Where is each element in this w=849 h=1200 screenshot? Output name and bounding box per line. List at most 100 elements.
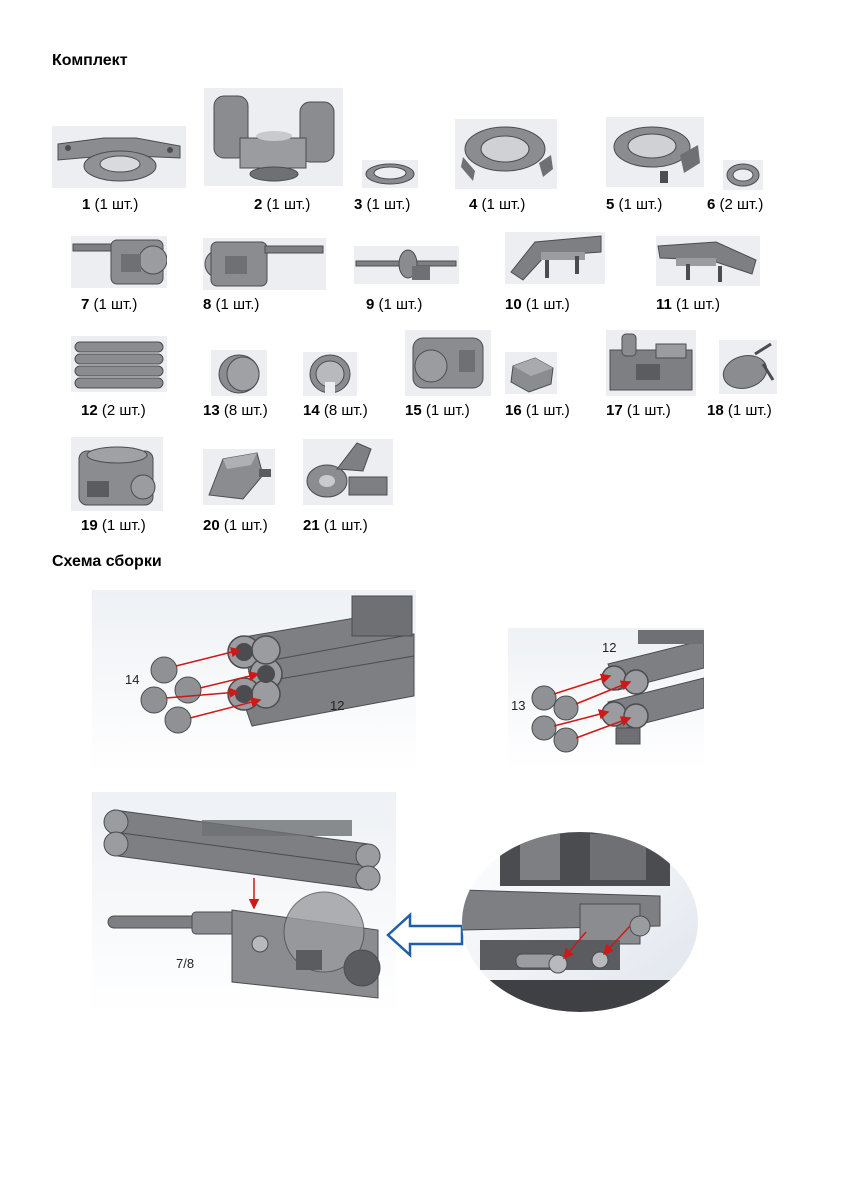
part-15-image bbox=[405, 330, 491, 396]
assembly-step-3: 7/8 bbox=[92, 792, 396, 1014]
part-quantity: (1 шт.) bbox=[525, 402, 570, 419]
part-11-image bbox=[656, 236, 760, 286]
part-quantity: (1 шт.) bbox=[223, 517, 268, 534]
part-caption: 18 (1 шт.) bbox=[707, 402, 772, 419]
part-caption: 6 (2 шт.) bbox=[707, 196, 763, 213]
part-20-image bbox=[203, 449, 275, 505]
kit-heading: Комплект bbox=[52, 52, 128, 69]
part-number: 5 bbox=[606, 196, 615, 213]
part-quantity: (1 шт.) bbox=[94, 196, 139, 213]
part-number: 8 bbox=[203, 296, 212, 313]
part-quantity: (1 шт.) bbox=[101, 517, 146, 534]
part-caption: 13 (8 шт.) bbox=[203, 402, 268, 419]
part-number: 2 bbox=[254, 196, 263, 213]
step-3-label-mount: 7/8 bbox=[176, 956, 195, 971]
part-caption: 10 (1 шт.) bbox=[505, 296, 570, 313]
blue-arrow-icon bbox=[386, 912, 464, 958]
part-caption: 1 (1 шт.) bbox=[82, 196, 138, 213]
part-21-image bbox=[303, 439, 393, 505]
part-4-image bbox=[455, 119, 557, 189]
part-number: 13 bbox=[203, 402, 220, 419]
step-1-label-tubes: 12 bbox=[330, 698, 345, 713]
part-quantity: (1 шт.) bbox=[266, 196, 311, 213]
part-8-image bbox=[203, 238, 326, 290]
part-quantity: (1 шт.) bbox=[93, 296, 138, 313]
part-number: 17 bbox=[606, 402, 623, 419]
part-number: 16 bbox=[505, 402, 522, 419]
part-quantity: (1 шт.) bbox=[626, 402, 671, 419]
assembly-step-1: 14 12 bbox=[92, 590, 416, 774]
part-number: 20 bbox=[203, 517, 220, 534]
part-caption: 12 (2 шт.) bbox=[81, 402, 146, 419]
part-number: 21 bbox=[303, 517, 320, 534]
part-quantity: (1 шт.) bbox=[378, 296, 423, 313]
part-number: 9 bbox=[366, 296, 375, 313]
part-quantity: (1 шт.) bbox=[481, 196, 526, 213]
part-number: 18 bbox=[707, 402, 724, 419]
part-caption: 15 (1 шт.) bbox=[405, 402, 470, 419]
part-3-image bbox=[362, 160, 418, 188]
part-12-image bbox=[71, 336, 167, 392]
part-quantity: (1 шт.) bbox=[676, 296, 720, 313]
part-quantity: (2 шт.) bbox=[719, 196, 764, 213]
part-10-image bbox=[505, 232, 605, 284]
part-number: 4 bbox=[469, 196, 478, 213]
part-caption: 9 (1 шт.) bbox=[366, 296, 422, 313]
part-number: 11 bbox=[656, 296, 672, 313]
part-caption: 16 (1 шт.) bbox=[505, 402, 570, 419]
assembly-heading: Схема сборки bbox=[52, 553, 162, 570]
step-1-diagram bbox=[92, 590, 416, 774]
assembly-step-2: 12 13 bbox=[508, 628, 704, 768]
part-caption: 5 (1 шт.) bbox=[606, 196, 662, 213]
part-14-image bbox=[303, 352, 357, 396]
part-7-image bbox=[71, 236, 167, 288]
part-6-image bbox=[723, 160, 763, 190]
detail-direction-arrow bbox=[386, 912, 466, 958]
part-19-image bbox=[71, 437, 163, 511]
part-quantity: (1 шт.) bbox=[215, 296, 260, 313]
part-quantity: (2 шт.) bbox=[101, 402, 146, 419]
part-number: 19 bbox=[81, 517, 98, 534]
part-9-image bbox=[354, 246, 459, 284]
part-quantity: (1 шт.) bbox=[727, 402, 772, 419]
part-number: 12 bbox=[81, 402, 98, 419]
step-2-label-caps: 13 bbox=[511, 698, 526, 713]
part-caption: 3 (1 шт.) bbox=[354, 196, 410, 213]
part-quantity: (1 шт.) bbox=[618, 196, 663, 213]
part-quantity: (1 шт.) bbox=[323, 517, 368, 534]
step-3-diagram bbox=[92, 792, 396, 1014]
part-caption: 4 (1 шт.) bbox=[469, 196, 525, 213]
part-18-image bbox=[719, 340, 777, 394]
part-caption: 14 (8 шт.) bbox=[303, 402, 368, 419]
part-caption: 20 (1 шт.) bbox=[203, 517, 268, 534]
part-caption: 2 (1 шт.) bbox=[254, 196, 310, 213]
part-number: 14 bbox=[303, 402, 320, 419]
part-number: 6 bbox=[707, 196, 716, 213]
assembly-detail-inset bbox=[460, 830, 700, 1014]
part-caption: 21 (1 шт.) bbox=[303, 517, 368, 534]
part-number: 7 bbox=[81, 296, 90, 313]
step-2-diagram bbox=[508, 628, 704, 768]
part-number: 3 bbox=[354, 196, 363, 213]
part-number: 10 bbox=[505, 296, 522, 313]
part-1-image bbox=[52, 126, 186, 188]
part-quantity: (8 шт.) bbox=[223, 402, 268, 419]
part-caption: 11 (1 шт.) bbox=[656, 296, 720, 313]
part-quantity: (1 шт.) bbox=[525, 296, 570, 313]
part-number: 1 bbox=[82, 196, 91, 213]
step-2-label-tubes: 12 bbox=[602, 640, 617, 655]
part-caption: 8 (1 шт.) bbox=[203, 296, 259, 313]
step-1-label-caps: 14 bbox=[125, 672, 140, 687]
detail-inset-diagram bbox=[462, 832, 698, 1012]
part-16-image bbox=[505, 352, 557, 394]
part-17-image bbox=[606, 330, 696, 396]
part-5-image bbox=[606, 117, 704, 187]
part-quantity: (1 шт.) bbox=[366, 196, 411, 213]
part-13-image bbox=[211, 350, 267, 396]
part-number: 15 bbox=[405, 402, 422, 419]
part-caption: 7 (1 шт.) bbox=[81, 296, 137, 313]
part-caption: 19 (1 шт.) bbox=[81, 517, 146, 534]
part-2-image bbox=[204, 88, 343, 186]
part-quantity: (8 шт.) bbox=[323, 402, 368, 419]
part-quantity: (1 шт.) bbox=[425, 402, 470, 419]
